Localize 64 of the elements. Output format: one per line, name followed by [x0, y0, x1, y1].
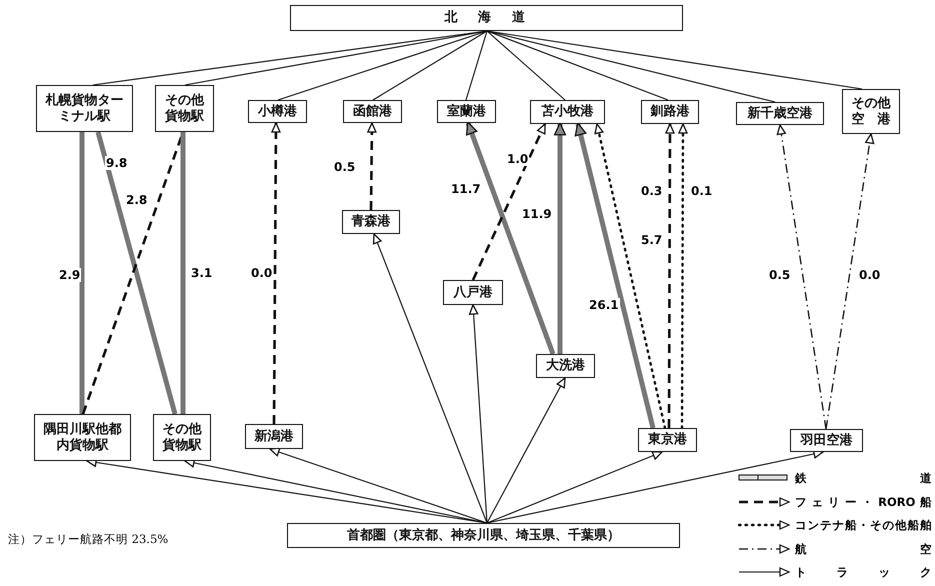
location-box: 苫小牧港	[530, 100, 605, 124]
legend-label: フェリー・RORO船	[795, 494, 932, 510]
arrow	[466, 121, 556, 355]
location-box: 羽田空港	[790, 429, 863, 452]
edge-label: 3.1	[190, 266, 214, 280]
connector-line	[278, 30, 488, 101]
edge-label: 11.7	[450, 182, 482, 196]
arrow	[468, 304, 488, 524]
arrow	[486, 451, 663, 524]
arrow	[271, 122, 281, 424]
edge-label: 5.7	[640, 233, 664, 247]
connector-line	[80, 132, 84, 414]
connector-line	[465, 30, 488, 100]
location-box: 大洗港	[536, 354, 595, 378]
edge-label: 0.5	[768, 268, 792, 282]
region-box: 首都圏（東京都、神奈川県、埼玉県、千葉県）	[287, 523, 680, 548]
arrow	[486, 377, 566, 524]
location-box: 東京港	[638, 428, 697, 452]
arrow	[472, 123, 546, 281]
edge-label: 2.8	[125, 193, 148, 207]
edge-label: 11.9	[521, 207, 553, 221]
connector-line	[180, 132, 186, 414]
location-box: 室蘭港	[437, 100, 496, 123]
arrow	[574, 122, 656, 429]
legend-label: 鉄道	[795, 470, 932, 486]
connector-line	[372, 30, 488, 100]
location-box: その他貨物駅	[153, 414, 211, 461]
arrow	[269, 447, 488, 524]
location-box: 青森港	[342, 210, 400, 234]
edge-label: 0.0	[858, 268, 882, 282]
location-box: その他空 港	[842, 89, 900, 134]
edge-label: 0.1	[690, 184, 714, 198]
location-box: 釧路港	[641, 100, 699, 124]
edge-label: 0.0	[250, 266, 274, 280]
location-box: 新千歳空港	[736, 102, 824, 125]
legend-label: 航空	[795, 540, 932, 556]
arrow	[776, 124, 827, 430]
location-box: 函館港	[343, 100, 402, 123]
arrow	[678, 122, 688, 430]
location-box: 小樽港	[248, 100, 307, 123]
region-box: 北 海 道	[290, 5, 683, 31]
location-box: その他貨物駅	[155, 85, 214, 132]
location-box: 札幌貨物ターミナル駅	[36, 85, 133, 132]
edge-label: 0.3	[640, 184, 664, 198]
arrow	[367, 122, 377, 210]
edge-label: 26.1	[588, 298, 620, 312]
arrow	[825, 133, 874, 430]
location-box: 新潟港	[245, 424, 303, 449]
location-box: 八戸港	[443, 280, 503, 305]
note-text: 注）フェリー航路不明 23.5%	[8, 532, 168, 547]
edge-label: 0.5	[333, 160, 356, 174]
legend-label: コンテナ船・その他船舶	[795, 517, 932, 533]
location-box: 隅田川駅他都内貨物駅	[34, 414, 131, 461]
edge-label: 9.8	[105, 156, 128, 170]
edge-label: 1.0	[506, 152, 530, 166]
connector-line	[486, 30, 668, 101]
arrow	[594, 122, 666, 430]
arrow	[665, 123, 675, 428]
legend-label: トラック	[795, 564, 932, 580]
edge-label: 2.9	[58, 268, 82, 282]
arrow	[372, 233, 488, 524]
arrow	[554, 122, 566, 354]
connector-line	[486, 30, 566, 100]
connector-line	[96, 131, 178, 415]
